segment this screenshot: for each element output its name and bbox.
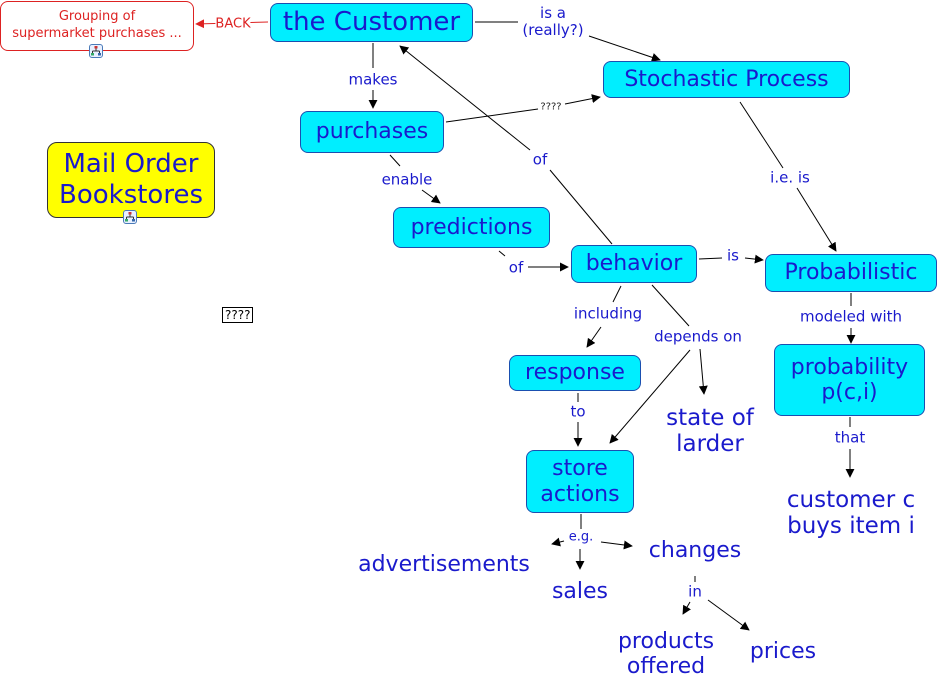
link-label-qqqq: ????	[540, 101, 562, 113]
link-label-depends-on: depends on	[654, 327, 742, 346]
link-qqqq-stochastic	[564, 94, 601, 105]
submap-link-icon[interactable]	[89, 44, 103, 58]
link-in-prices	[707, 599, 750, 631]
link-enable-predictions	[421, 189, 441, 204]
concept-probabilistic[interactable]: Probabilistic	[765, 254, 937, 292]
mail-order-bookstores-node[interactable]: Mail Order Bookstores	[47, 142, 215, 218]
link-in-products	[682, 601, 691, 615]
link-including-response	[586, 326, 602, 348]
concept-prices[interactable]: prices	[749, 639, 817, 665]
concept-response[interactable]: response	[509, 355, 641, 391]
link-purchases-qqqq	[445, 108, 539, 123]
concept-changes[interactable]: changes	[648, 538, 742, 564]
concept-the-customer[interactable]: the Customer	[270, 3, 473, 42]
link-eg-changes	[600, 540, 633, 550]
link-label-in: in	[688, 582, 702, 601]
concept-advertisements[interactable]: advertisements	[358, 552, 530, 578]
link-label-is-a: is a (really?)	[522, 3, 584, 40]
concept-state-of-larder[interactable]: state of larder	[666, 404, 754, 457]
link-label-ie-is: i.e. is	[770, 168, 810, 187]
link-label-is: is	[727, 246, 739, 265]
link-label-enable: enable	[381, 170, 433, 189]
link-eg-advertisements	[551, 537, 565, 547]
link-label-makes: makes	[348, 70, 398, 89]
link-label-modeled-with: modeled with	[799, 307, 903, 326]
link-dependson-storeactions	[609, 349, 691, 444]
link-behavior-is	[698, 257, 723, 260]
link-dependson-larder	[698, 348, 708, 395]
concept-predictions[interactable]: predictions	[393, 207, 550, 248]
concept-store-actions[interactable]: store actions	[526, 450, 634, 513]
link-label-eg: e.g.	[568, 529, 594, 546]
link-purchases-enable	[389, 154, 401, 167]
link-of-customer	[399, 45, 531, 151]
link-stochastic-ieis	[739, 101, 784, 169]
concept-behavior[interactable]: behavior	[571, 245, 697, 283]
concept-sales[interactable]: sales	[551, 579, 609, 605]
concept-customer-buys-item[interactable]: customer c buys item i	[786, 486, 916, 539]
link-label-including: including	[573, 304, 643, 323]
link-behavior-including	[612, 285, 622, 303]
link-label-of-customer: of	[532, 150, 548, 169]
link-is-probabilistic	[744, 254, 764, 264]
concept-stochastic-process[interactable]: Stochastic Process	[603, 61, 850, 98]
link-ieis-probabilistic	[796, 187, 837, 252]
link-isa-stochastic	[588, 35, 661, 62]
link-predictions-of	[498, 250, 506, 257]
back-label[interactable]: BACK	[215, 16, 251, 32]
concept-probability[interactable]: probability p(c,i)	[774, 344, 925, 416]
link-label-to: to	[570, 402, 586, 421]
link-behavior-dependson	[651, 284, 690, 327]
link-label-that: that	[834, 428, 866, 447]
submap-link-icon[interactable]	[123, 210, 137, 224]
orphan-label-box: ????	[222, 307, 254, 323]
link-behavior-of	[549, 169, 613, 245]
link-label-of-behavior: of	[508, 258, 524, 277]
concept-purchases[interactable]: purchases	[300, 111, 444, 153]
concept-products-offered[interactable]: products offered	[617, 628, 715, 679]
